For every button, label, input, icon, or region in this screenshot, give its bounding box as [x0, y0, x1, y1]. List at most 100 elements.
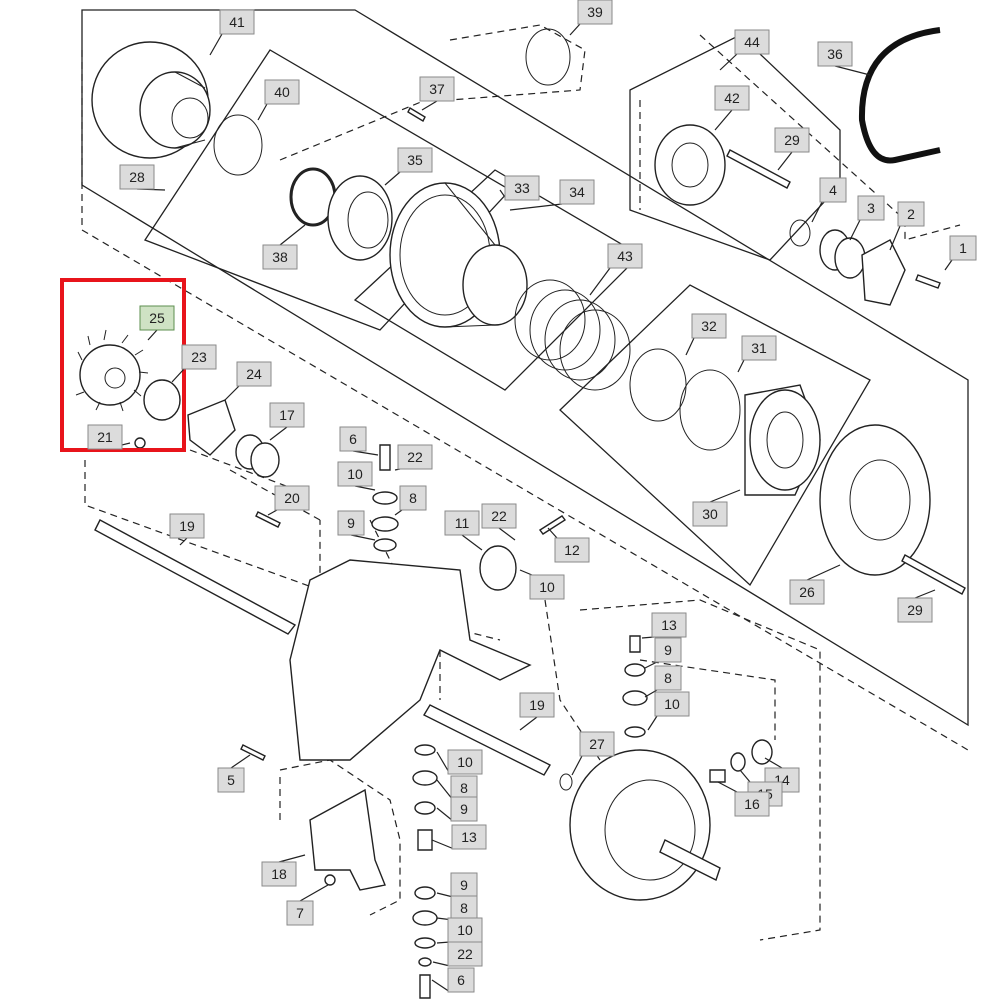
leader-line-19 [179, 537, 188, 546]
callout-box [236, 361, 272, 387]
callout-10: 10 [654, 691, 690, 717]
callout-number: 38 [272, 249, 288, 265]
callout-number: 9 [664, 642, 672, 658]
callout-41: 41 [219, 9, 255, 35]
part-40-o-ring [213, 114, 263, 176]
callout-number: 40 [274, 84, 290, 100]
leader-line-9 [436, 892, 454, 898]
part-12-bolt [538, 515, 567, 535]
callout-box [447, 917, 483, 943]
callout-number: 7 [296, 905, 304, 921]
leader-line-32 [685, 337, 695, 356]
callout-number: 28 [129, 169, 145, 185]
callout-box [286, 900, 314, 926]
callout-box [504, 175, 540, 201]
callout-29: 29 [897, 597, 933, 623]
callout-number: 26 [799, 584, 815, 600]
callout-23: 23 [181, 344, 217, 370]
part-39-o-ring [525, 28, 571, 86]
callout-number: 8 [460, 780, 468, 796]
callout-box [774, 127, 810, 153]
callout-number: 5 [227, 772, 235, 788]
callout-9: 9 [450, 872, 478, 898]
leader-line-22 [432, 961, 451, 967]
callout-box [897, 597, 933, 623]
callout-32: 32 [691, 313, 727, 339]
callout-number: 44 [744, 34, 760, 50]
callout-22: 22 [397, 444, 433, 470]
callout-8: 8 [654, 665, 682, 691]
part-4-o-ring [789, 219, 811, 247]
callout-number: 8 [409, 490, 417, 506]
callout-box [529, 574, 565, 600]
leader-line-37 [421, 100, 438, 111]
callout-number: 8 [460, 900, 468, 916]
part-43-spring [514, 279, 631, 391]
part-26-disc [819, 424, 931, 576]
callout-box [651, 612, 687, 638]
callout-8: 8 [450, 895, 478, 921]
hardware-14-15-16 [709, 739, 773, 783]
callout-number: 43 [617, 248, 633, 264]
callout-number: 17 [279, 407, 295, 423]
part-19-shaft-lower [423, 704, 551, 776]
leader-line-6 [352, 450, 379, 456]
callout-22: 22 [481, 503, 517, 529]
callout-box [87, 424, 123, 450]
callout-box [444, 510, 480, 536]
callout-number: 33 [514, 180, 530, 196]
callout-36: 36 [817, 41, 853, 67]
leader-line-4 [811, 201, 823, 223]
leader-line-26 [806, 564, 841, 581]
callout-box [447, 941, 483, 967]
callout-box [450, 775, 478, 801]
leader-line-1 [944, 259, 953, 271]
leader-line-41 [209, 33, 223, 56]
hardware-stack-right [622, 635, 648, 738]
leader-line-17 [269, 426, 288, 441]
leader-line-31 [737, 359, 745, 373]
part-18-bracket [309, 788, 386, 891]
callout-10: 10 [529, 574, 565, 600]
leader-line-10 [647, 715, 658, 731]
callout-number: 6 [457, 972, 465, 988]
callout-number: 36 [827, 46, 843, 62]
part-5-bolt [240, 744, 266, 761]
callout-number: 16 [744, 796, 760, 812]
callout-box [447, 749, 483, 775]
leader-line-19 [519, 716, 538, 731]
callout-1: 1 [949, 235, 977, 261]
callout-box [119, 164, 155, 190]
callout-number: 10 [664, 696, 680, 712]
callout-35: 35 [397, 147, 433, 173]
callout-box [734, 791, 770, 817]
callout-box [897, 201, 925, 227]
callout-10: 10 [447, 749, 483, 775]
leader-line-13 [431, 839, 455, 850]
callout-39: 39 [577, 0, 613, 25]
callout-26: 26 [789, 579, 825, 605]
leader-line-8 [394, 509, 403, 516]
part-27-ring [559, 773, 573, 791]
callout-6: 6 [339, 426, 367, 452]
callout-10: 10 [447, 917, 483, 943]
callout-44: 44 [734, 29, 770, 55]
callout-number: 13 [461, 829, 477, 845]
main-bracket-plate [289, 559, 532, 761]
part-29-bolt-top [726, 149, 791, 189]
callout-31: 31 [741, 335, 777, 361]
callout-box [554, 537, 590, 563]
callout-box [654, 665, 682, 691]
leader-line-42 [714, 109, 733, 131]
callout-number: 13 [661, 617, 677, 633]
callout-box [654, 691, 690, 717]
callout-box [264, 79, 300, 105]
part-2-bracket [861, 239, 906, 306]
callout-number: 10 [457, 922, 473, 938]
callout-box [339, 426, 367, 452]
callout-22: 22 [447, 941, 483, 967]
callout-number: 20 [284, 490, 300, 506]
callout-number: 35 [407, 152, 423, 168]
callout-5: 5 [217, 767, 245, 793]
